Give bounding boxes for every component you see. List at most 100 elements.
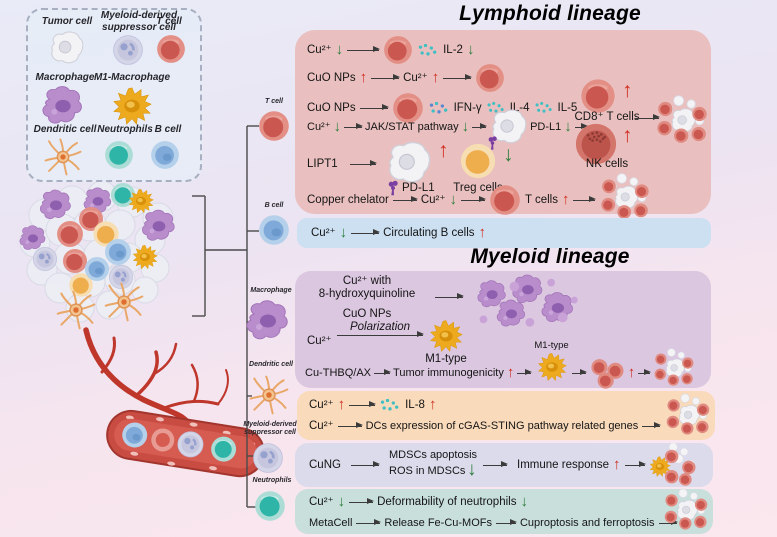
legend-label-mdsc: Myeloid-derived suppressor cell bbox=[100, 10, 178, 33]
copper-chelator-label: Copper chelator bbox=[307, 193, 389, 206]
up-arrow-icon bbox=[432, 71, 440, 85]
b-cell-band: Cu²⁺ Circulating B cells bbox=[297, 218, 711, 248]
up-arrow-icon bbox=[622, 127, 633, 146]
up-arrow-icon bbox=[438, 142, 449, 161]
branch-label-b-cell: B cell bbox=[264, 202, 284, 209]
pdl1-label: PD-L1 bbox=[402, 182, 435, 194]
right-arrow-icon bbox=[337, 421, 363, 428]
cu-label: Cu²⁺ bbox=[307, 120, 331, 133]
right-arrow-icon bbox=[349, 400, 377, 407]
m1-macrophage-icon bbox=[112, 86, 152, 126]
up-arrow-icon bbox=[622, 82, 633, 101]
cd8-t-cell-icon bbox=[580, 78, 616, 114]
lymphoid-row-1: Cu²⁺ IL-2 bbox=[307, 34, 474, 66]
right-arrow-icon bbox=[351, 228, 381, 235]
m1-macrophage-icon bbox=[429, 319, 463, 353]
branch-label-dendritic-cell: Dendritic cell bbox=[249, 361, 293, 368]
right-arrow-icon bbox=[435, 293, 464, 300]
legend-label-neutrophils: Neutrophils bbox=[97, 124, 153, 135]
cu-with-label: Cu²⁺ with bbox=[342, 275, 392, 287]
branch-label-t-cell: T cell bbox=[265, 98, 283, 105]
b-cell-icon bbox=[150, 140, 180, 170]
cung-label: CuNG bbox=[309, 459, 341, 471]
right-arrow-icon bbox=[351, 461, 380, 468]
cuproptosis-label: Cuproptosis and ferroptosis bbox=[519, 516, 655, 529]
m1-type-label: M1-type bbox=[534, 340, 569, 351]
neutrophil-icon bbox=[104, 140, 134, 170]
t-cell-icon bbox=[156, 34, 186, 64]
b-cell-icon bbox=[258, 214, 290, 246]
right-arrow-icon bbox=[574, 122, 588, 129]
lipt1-label: LIPT1 bbox=[307, 158, 338, 170]
right-arrow-icon bbox=[571, 368, 587, 375]
release-mofs-label: Release Fe-Cu-MOFs bbox=[384, 516, 492, 529]
down-arrow-icon bbox=[520, 495, 528, 509]
tumor-attack-cluster-m1 bbox=[649, 443, 699, 487]
treg-cell-icon bbox=[459, 142, 497, 180]
legend-label-tumor-cell: Tumor cell bbox=[41, 16, 93, 27]
deformability-label: Deformability of neutrophils bbox=[377, 495, 517, 508]
right-arrow-icon bbox=[443, 73, 473, 80]
dc-row-1: Cu²⁺ IL-8 bbox=[309, 393, 436, 417]
down-arrow-icon bbox=[467, 461, 477, 478]
macrophage-group bbox=[467, 273, 585, 331]
il5-label: IL-5 bbox=[557, 101, 578, 114]
cd8-t-cells-label: CD8⁺ T cells bbox=[574, 111, 640, 123]
circulating-b-cells-label: Circulating B cells bbox=[383, 226, 475, 239]
right-arrow-icon bbox=[347, 45, 381, 52]
branch-label-mdsc: Myeloid-derived suppressor cell bbox=[243, 421, 297, 437]
lymphoid-panel: Cu²⁺ IL-2 CuO NPs Cu²⁺ CuO NPs IFN-γ IL-… bbox=[295, 30, 711, 214]
up-arrow-icon bbox=[507, 366, 515, 380]
metacell-label: MetaCell bbox=[309, 516, 353, 529]
right-arrow-icon bbox=[337, 330, 424, 337]
neutrophil-row-1: Cu²⁺ Deformability of neutrophils bbox=[309, 490, 528, 514]
mdsc-icon bbox=[252, 442, 284, 474]
tumor-attack-cluster bbox=[663, 487, 709, 531]
tumor-attack-cluster bbox=[599, 172, 651, 220]
down-arrow-icon bbox=[336, 43, 344, 57]
t-cell-icon bbox=[475, 63, 505, 93]
hydroxyquinoline-label: 8-hydroxyquinoline bbox=[318, 288, 416, 300]
macrophage-icon bbox=[244, 298, 292, 346]
down-arrow-icon bbox=[340, 226, 348, 240]
mdsc-icon bbox=[112, 34, 144, 66]
up-arrow-icon bbox=[562, 193, 570, 207]
m1-macrophage-icon bbox=[537, 352, 567, 382]
ifn-gamma-label: IFN-γ bbox=[453, 101, 482, 114]
cu-label: Cu²⁺ bbox=[309, 495, 334, 508]
branch-label-macrophage: Macrophage bbox=[250, 287, 292, 294]
cu-label: Cu²⁺ bbox=[307, 43, 332, 56]
right-arrow-icon bbox=[356, 518, 382, 525]
down-arrow-icon bbox=[334, 120, 342, 134]
blood-vessel-illustration bbox=[83, 327, 265, 478]
right-arrow-icon bbox=[344, 122, 364, 129]
red-cell-trio bbox=[589, 357, 625, 389]
cu-label: Cu²⁺ bbox=[311, 226, 336, 239]
legend-label-dendritic-cell: Dendritic cell bbox=[33, 124, 97, 135]
tumor-attack-cluster bbox=[653, 347, 695, 387]
jak-stat-label: JAK/STAT pathway bbox=[365, 120, 459, 133]
right-arrow-icon bbox=[483, 461, 508, 468]
dendritic-cell-icon bbox=[42, 136, 84, 178]
polarization-arrow: Polarization bbox=[337, 321, 424, 337]
cu-label: Cu²⁺ bbox=[420, 193, 446, 206]
ros-mdsc-label: ROS in MDSCs bbox=[389, 465, 466, 477]
cu-label: Cu²⁺ bbox=[307, 335, 332, 347]
right-arrow-icon bbox=[460, 195, 486, 202]
branch-label-neutrophils: Neutrophils bbox=[252, 477, 292, 484]
cytokine-dots-icon bbox=[379, 398, 401, 413]
tumor-immunogenicity-label: Tumor immunogenicity bbox=[393, 366, 504, 379]
m1-type-stack: M1-type bbox=[534, 340, 569, 382]
dendritic-cell-icon bbox=[247, 373, 291, 417]
right-arrow-icon bbox=[517, 368, 533, 375]
right-arrow-icon bbox=[359, 103, 389, 110]
up-arrow-icon bbox=[429, 398, 437, 412]
cu-label: Cu²⁺ bbox=[309, 398, 334, 411]
lymphoid-row-3: CuO NPs IFN-γ IL-4 IL-5 bbox=[307, 91, 577, 125]
down-arrow-icon bbox=[467, 43, 475, 57]
up-arrow-icon bbox=[360, 71, 368, 85]
treg-label: Treg cells bbox=[453, 182, 503, 194]
cuo-nps-label: CuO NPs bbox=[342, 308, 392, 320]
